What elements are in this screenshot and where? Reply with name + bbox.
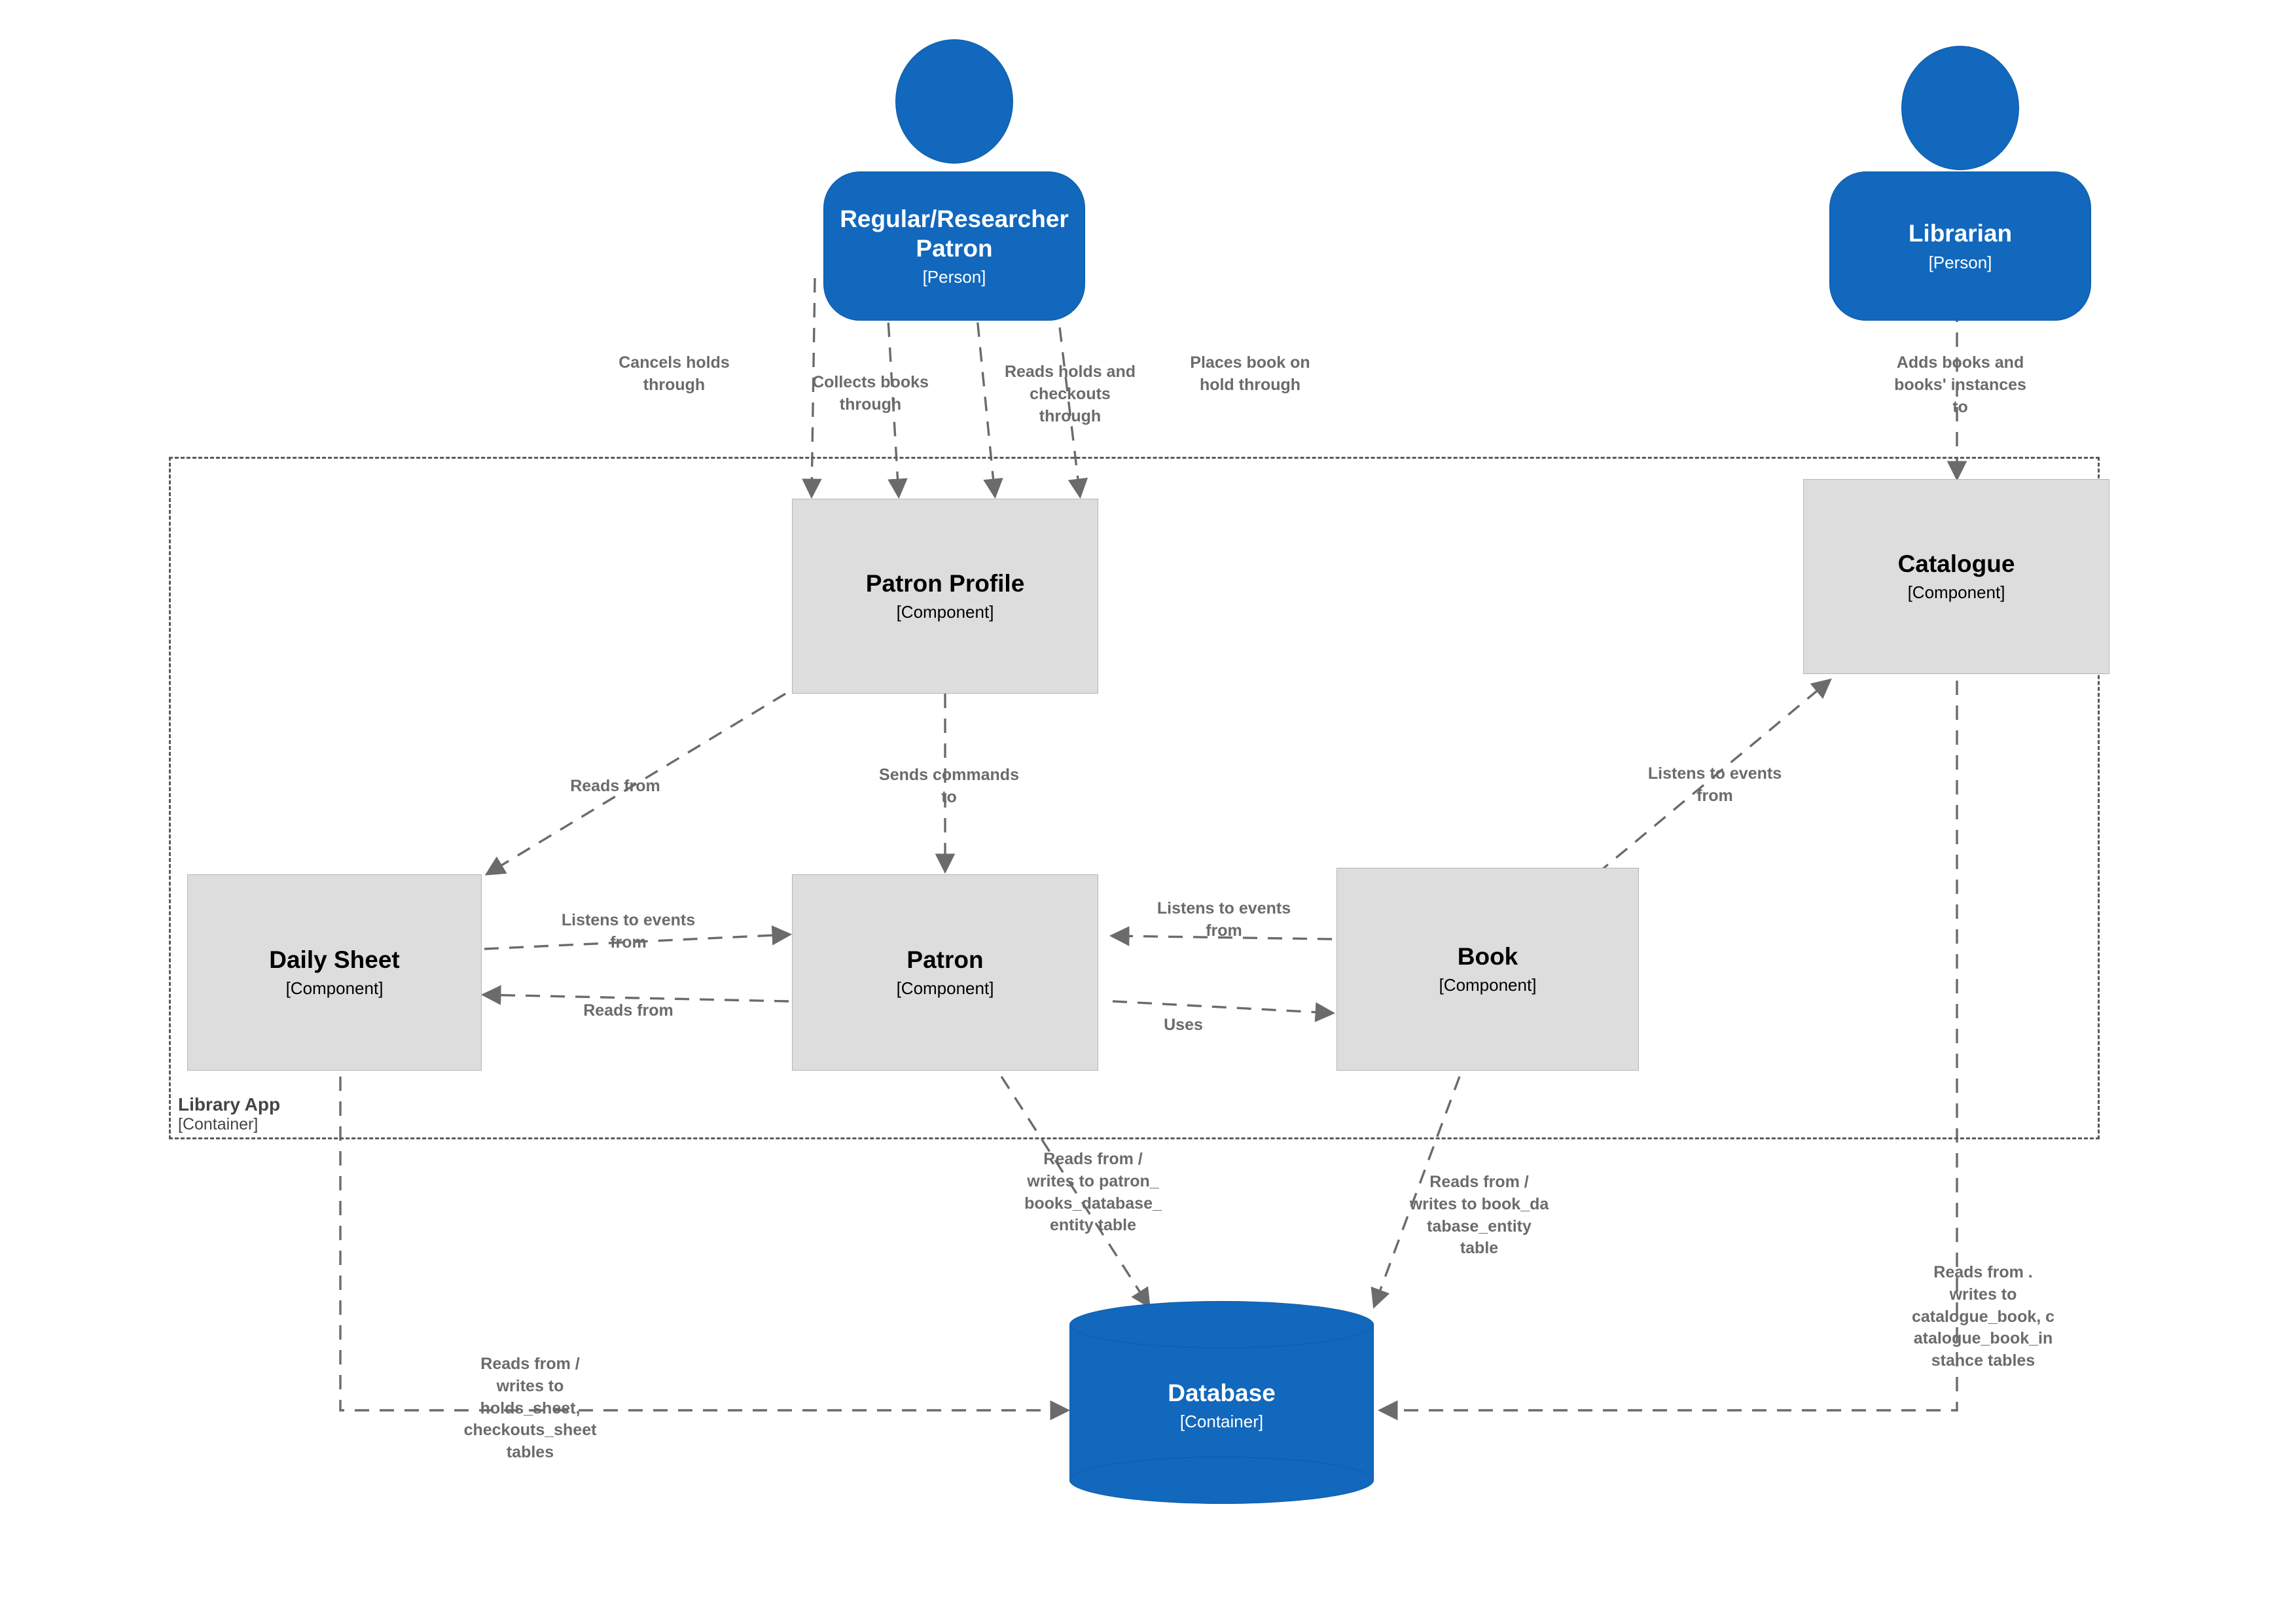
component-type: [Component] [896,978,994,998]
component-type: [Component] [1907,582,2005,602]
boundary-title: Library App [178,1094,281,1115]
component-type: [Component] [1439,974,1537,995]
component-title: Catalogue [1897,550,2015,578]
database-type: [Container] [1179,1411,1264,1431]
edge-label-patron-uses-book: Uses [1164,1016,1203,1034]
person-head-icon [1901,46,2019,170]
container-database[interactable]: Database [Container] [1069,1301,1374,1504]
component-type: [Component] [896,601,994,622]
component-patron-profile[interactable]: Patron Profile [Component] [792,499,1098,694]
edge-label-sends-commands-to: Sends commands to [879,766,1019,806]
edge-label-book-database-table: Reads from / writes to book_da tabase_en… [1409,1173,1549,1258]
person-type: [Person] [922,266,986,287]
component-daily-sheet[interactable]: Daily Sheet [Component] [187,874,482,1071]
edge-label-catalogue-database-tables: Reads from . writes to catalogue_book, c… [1911,1263,2055,1370]
edge-label-patron-reads-from-daily-sheet: Reads from [583,1001,673,1020]
database-title: Database [1168,1380,1276,1406]
edge-label-book-listens-to-patron: Listens to events from [1157,899,1291,940]
edge-label-collects-books-through: Collects books through [812,373,929,414]
person-librarian[interactable]: Librarian [Person] [1829,39,2091,321]
database-cylinder-body [1069,1325,1374,1480]
edge-label-adds-books-and-instances-to: Adds books and books' instances to [1894,353,2026,416]
component-title: Book [1457,943,1518,971]
edge-label-daily-sheet-listens-to-patron: Listens to events from [561,911,696,952]
component-title: Daily Sheet [269,946,400,974]
component-book[interactable]: Book [Component] [1336,868,1639,1071]
person-regular-researcher-patron[interactable]: Regular/Researcher Patron [Person] [823,33,1085,321]
edge-label-patron-database-table: Reads from / writes to patron_ books_dat… [1024,1150,1162,1235]
database-cylinder-bottom-ellipse [1069,1457,1374,1504]
edge-label-reads-holds-and-checkouts-through: Reads holds and checkouts through [1004,363,1136,425]
person-head-icon [895,39,1013,164]
component-title: Patron Profile [865,570,1025,597]
component-patron[interactable]: Patron [Component] [792,874,1098,1071]
edge-label-reads-from-profile-daily-sheet: Reads from [570,777,660,795]
component-title: Patron [906,946,984,974]
boundary-label: Library App [Container] [178,1094,453,1134]
component-catalogue[interactable]: Catalogue [Component] [1803,479,2109,674]
edge-label-cancels-holds-through: Cancels holds through [619,353,730,394]
database-label: Database [Container] [1069,1380,1374,1432]
database-cylinder-top-ellipse [1069,1301,1374,1348]
edge-label-daily-sheet-database-tables: Reads from / writes to holds_sheet, chec… [463,1355,597,1461]
edge-label-places-book-on-hold-through: Places book on hold through [1190,353,1310,394]
person-title: Regular/Researcher Patron [840,205,1069,262]
edge-label-book-listens-to-catalogue: Listens to events from [1647,764,1782,805]
boundary-type: [Container] [178,1115,259,1134]
person-title: Librarian [1908,220,2013,247]
library-app-boundary [169,457,2100,1139]
person-type: [Person] [1928,252,1992,272]
person-body: Regular/Researcher Patron [Person] [823,171,1085,321]
component-type: [Component] [285,978,384,998]
person-body: Librarian [Person] [1829,171,2091,321]
